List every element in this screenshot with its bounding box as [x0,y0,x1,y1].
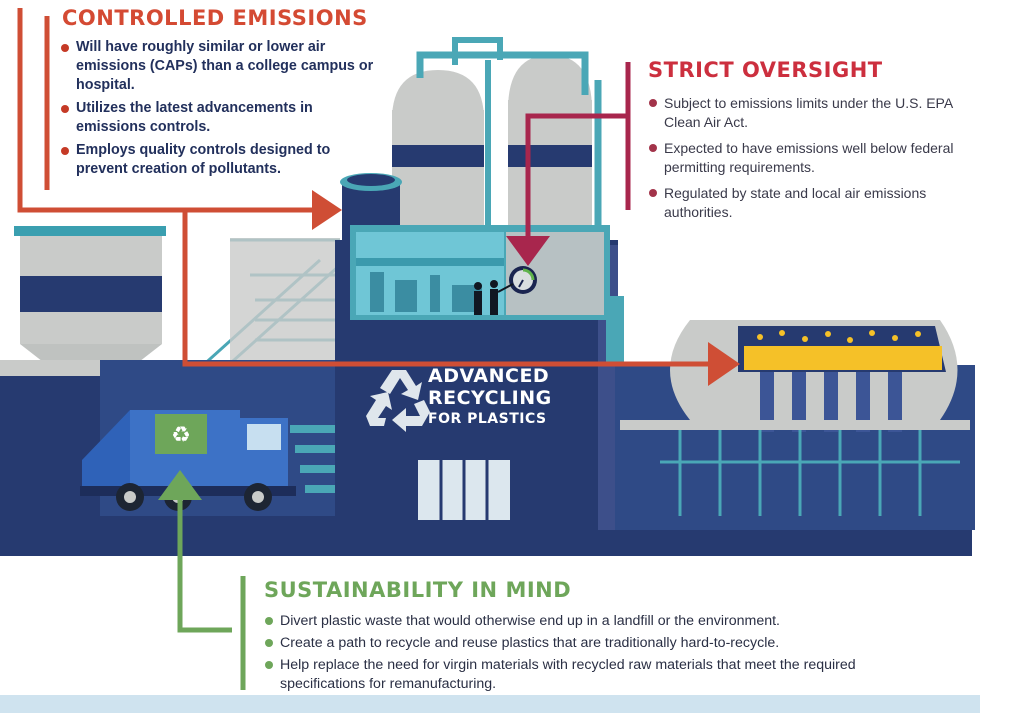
facility-sign-line1: ADVANCED [428,365,550,387]
red-connector-arrows [17,8,728,367]
strict-oversight-list: Subject to emissions limits under the U.… [648,94,988,221]
entrance-doors [418,460,510,520]
worker-icon [474,280,514,315]
svg-text:♻: ♻ [171,423,191,448]
maroon-connector-arrow [525,62,631,252]
truck-icon: ♻ [80,410,296,511]
right-conveyor [606,296,975,530]
controlled-emissions-list: Will have roughly similar or lower air e… [60,38,380,179]
sustainability-title: SUSTAINABILITY IN MIND [264,578,572,602]
red-arrowhead-stack [312,190,342,230]
recycle-icon [366,370,430,432]
list-item: Expected to have emissions well below fe… [648,139,988,176]
list-item: Create a path to recycle and reuse plast… [264,634,944,653]
controlled-emissions-title: CONTROLLED EMISSIONS [62,6,368,30]
control-room [350,225,610,320]
list-item: Help replace the need for virgin materia… [264,656,944,694]
sustainability-panel: SUSTAINABILITY IN MIND Divert plastic wa… [264,578,944,697]
strict-oversight-panel: STRICT OVERSIGHT Subject to emissions li… [648,58,988,229]
ground-fade [0,695,980,713]
list-item: Regulated by state and local air emissio… [648,184,988,221]
steps [290,425,335,493]
strict-oversight-title: STRICT OVERSIGHT [648,58,883,82]
facility-sign-line2: RECYCLING [428,387,552,409]
list-item: Will have roughly similar or lower air e… [60,38,380,95]
green-arrowhead [158,470,202,500]
list-item: Employs quality controls designed to pre… [60,141,380,179]
list-item: Subject to emissions limits under the U.… [648,94,988,131]
red-arrowhead-conveyor [708,342,740,386]
controlled-emissions-panel: CONTROLLED EMISSIONS Will have roughly s… [60,6,380,183]
sustainability-list: Divert plastic waste that would otherwis… [264,612,944,694]
facility-sign: ADVANCED RECYCLING FOR PLASTICS [428,365,588,429]
tall-tanks [392,37,602,230]
list-item: Divert plastic waste that would otherwis… [264,612,944,631]
maroon-arrowhead [506,236,550,266]
list-item: Utilizes the latest advancements in emis… [60,99,380,137]
facility-sign-line3: FOR PLASTICS [428,411,547,427]
green-connector-arrow [177,486,246,690]
